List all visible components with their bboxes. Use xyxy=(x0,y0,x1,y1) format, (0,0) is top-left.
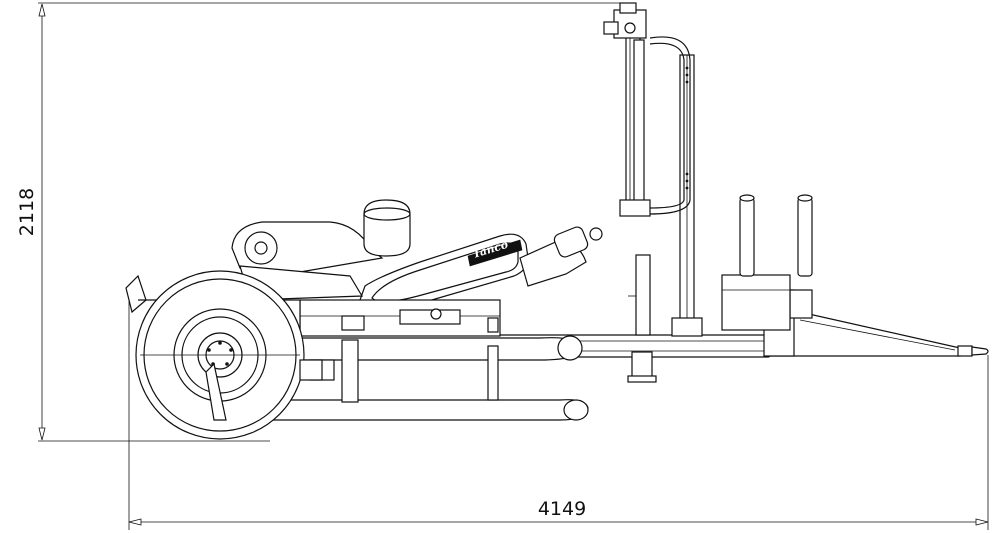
wrapping-mast xyxy=(649,36,703,337)
width-arrow-right xyxy=(975,518,989,526)
width-arrow-left xyxy=(128,518,142,526)
mast-holes xyxy=(685,66,689,190)
wheel xyxy=(135,270,323,440)
lower-axle-tube xyxy=(204,399,589,421)
wheel-arm xyxy=(205,362,227,421)
hitch-eye xyxy=(971,346,989,356)
film-dispenser xyxy=(603,2,651,217)
width-dimension-label: 4149 xyxy=(538,498,586,520)
height-arrow-top xyxy=(38,3,46,17)
height-dimension: 2118 xyxy=(16,2,620,442)
machine: Tanco xyxy=(125,2,989,442)
mast-arm-curve xyxy=(649,36,691,215)
side-stand xyxy=(627,254,657,383)
bale-roll xyxy=(363,199,411,257)
height-dimension-label: 2118 xyxy=(16,188,38,236)
sub-frame xyxy=(299,299,501,337)
width-dimension: 4149 xyxy=(128,300,989,530)
wheel-nuts xyxy=(207,341,233,366)
height-arrow-bottom xyxy=(38,427,46,441)
front-frame-block xyxy=(721,274,813,357)
drawbar xyxy=(767,311,989,357)
wrap-table xyxy=(231,221,603,311)
bale-posts xyxy=(739,194,813,277)
upper-tube xyxy=(279,335,583,361)
